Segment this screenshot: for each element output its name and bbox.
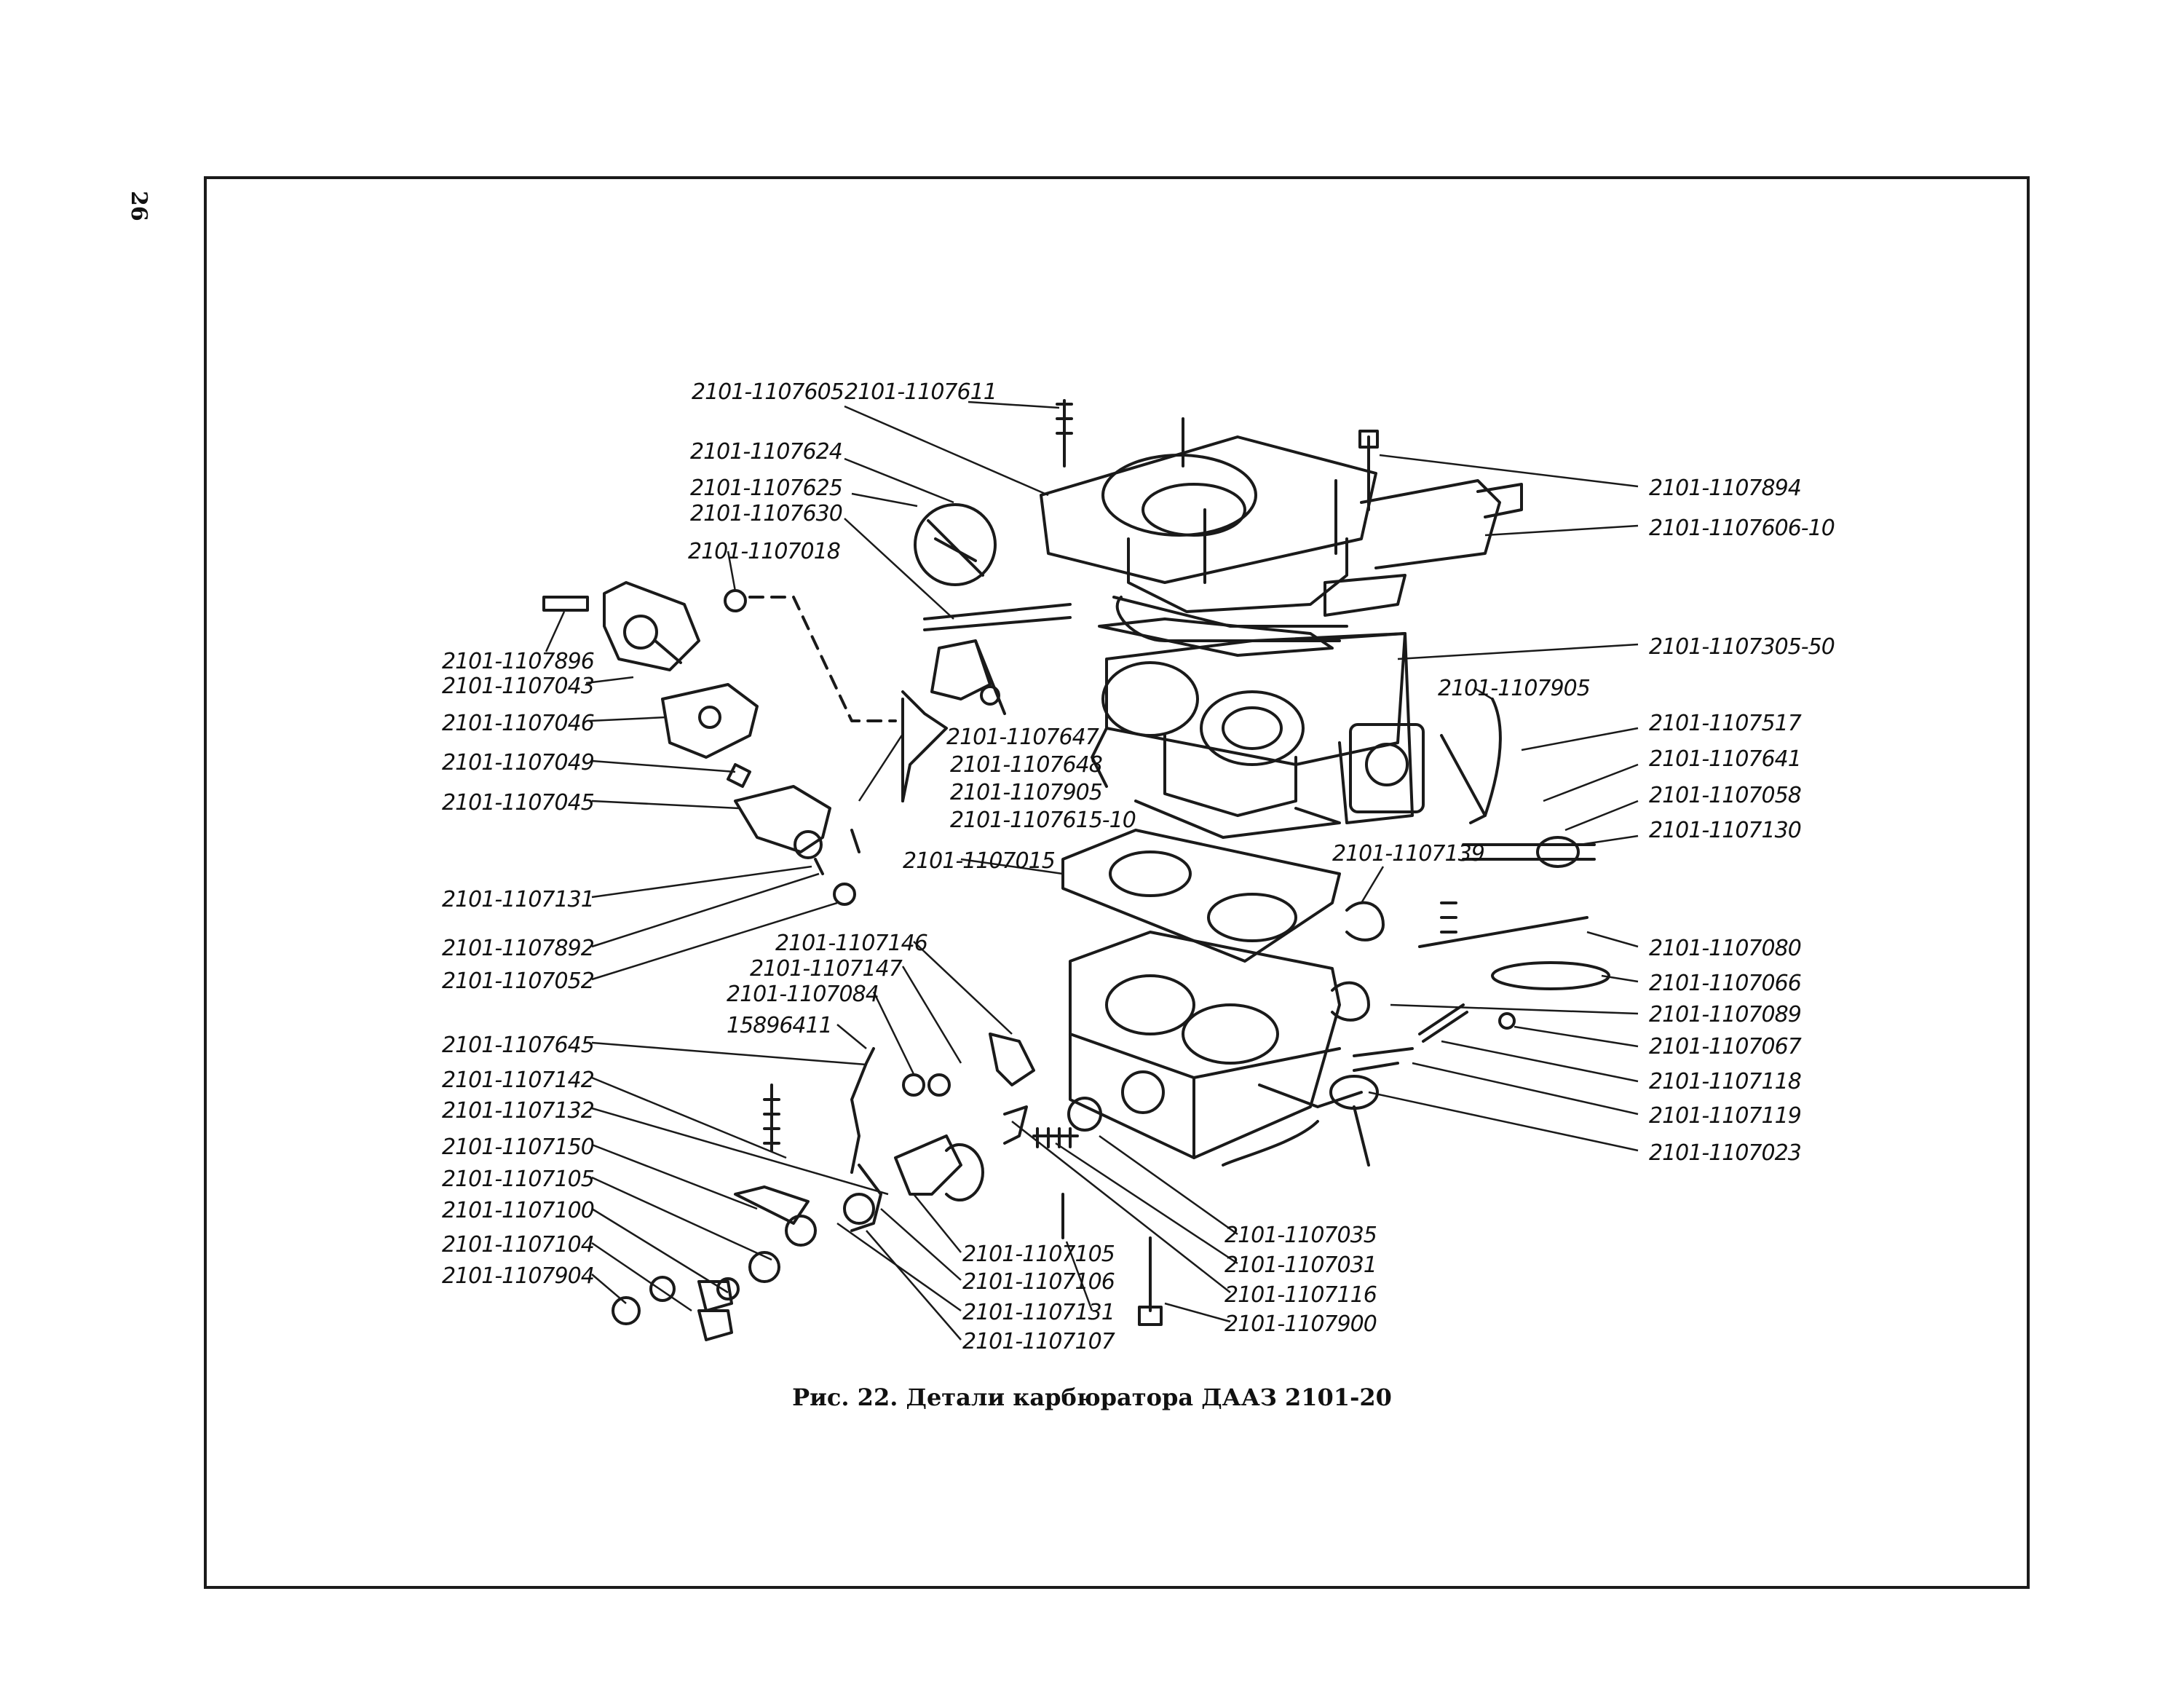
callout: 2101-1107894 — [1649, 475, 1801, 501]
callout: 2101-1107131 — [962, 1300, 1115, 1325]
callout: 2101-1107084 — [727, 982, 879, 1007]
callout: 2101-1107139 — [1332, 841, 1484, 867]
callout: 2101-1107146 — [775, 931, 927, 956]
cover-gasket — [1098, 617, 1334, 657]
callout: 2101-1107104 — [442, 1232, 594, 1258]
callout: 2101-1107605 — [692, 379, 844, 405]
callout: 2101-1107049 — [442, 750, 594, 775]
throttle-body — [1069, 931, 1379, 1167]
callout: 2101-1107624 — [690, 439, 842, 465]
callout: 2101-1107892 — [442, 936, 594, 961]
callout: 2101-1107900 — [1224, 1311, 1377, 1337]
callout: 2101-1107648 — [950, 752, 1102, 778]
callout: 2101-1107131 — [442, 887, 594, 912]
callout: 2101-1107089 — [1649, 1002, 1801, 1027]
callout: 2101-1107517 — [1649, 711, 1802, 736]
callout: 2101-1107046 — [442, 711, 594, 736]
callout: 2101-1107066 — [1649, 971, 1801, 996]
callout: 2101-1107611 — [844, 379, 997, 405]
callout: 2101-1107896 — [442, 649, 594, 674]
callout: 2101-1107905 — [950, 780, 1102, 805]
callout: 2101-1107615-10 — [950, 808, 1136, 833]
callout: 2101-1107118 — [1649, 1069, 1801, 1094]
callout: 2101-1107058 — [1649, 783, 1801, 808]
callout: 2101-1107119 — [1649, 1103, 1801, 1129]
callout: 2101-1107105 — [442, 1167, 594, 1192]
callout: 2101-1107107 — [962, 1329, 1115, 1354]
carburetor-top-cover — [1040, 435, 1523, 642]
callout: 2101-1107043 — [442, 674, 594, 699]
callout: 2101-1107132 — [442, 1098, 594, 1124]
callout: 2101-1107100 — [442, 1198, 594, 1223]
accelerator-pump — [542, 581, 860, 906]
callout-labels: 2101-1107605 2101-1107611 2101-1107624 2… — [442, 379, 1835, 1354]
callout: 2101-1107630 — [690, 501, 842, 526]
callout: 2101-1107305-50 — [1649, 634, 1835, 660]
leader-lines — [545, 400, 1639, 1341]
callout: 2101-1107035 — [1224, 1223, 1377, 1248]
callout: 2101-1107647 — [946, 725, 1099, 750]
callout: 2101-1107023 — [1649, 1140, 1801, 1166]
callout: 2101-1107080 — [1649, 936, 1801, 961]
callout: 2101-1107045 — [442, 790, 594, 816]
throttle-shaft-assembly — [1331, 698, 1610, 1072]
callout: 2101-1107106 — [962, 1269, 1115, 1295]
carburetor-middle-body — [1091, 632, 1425, 839]
dashed-connection — [748, 596, 897, 722]
callout: 2101-1107905 — [1438, 676, 1590, 701]
callout: 2101-1107641 — [1649, 746, 1801, 772]
callout: 2101-1107142 — [442, 1067, 594, 1093]
callout: 2101-1107150 — [442, 1134, 594, 1160]
callout: 2101-1107015 — [903, 848, 1055, 874]
callout: 2101-1107625 — [690, 475, 842, 501]
callout: 2101-1107105 — [962, 1242, 1115, 1267]
throttle-linkage — [612, 1033, 1165, 1341]
callout: 15896411 — [727, 1013, 832, 1038]
callout: 2101-1107904 — [442, 1263, 594, 1289]
callout: 2101-1107018 — [688, 539, 840, 564]
callout: 2101-1107147 — [750, 956, 903, 982]
callout: 2101-1107130 — [1649, 818, 1801, 843]
figure-caption: Рис. 22. Детали карбюратора ДААЗ 2101-20 — [792, 1384, 1392, 1411]
callout: 2101-1107031 — [1224, 1252, 1377, 1278]
callout: 2101-1107645 — [442, 1033, 594, 1058]
choke-diaphragm-parts — [901, 503, 1072, 802]
top-screws — [1056, 399, 1379, 584]
callout: 2101-1107067 — [1649, 1034, 1802, 1059]
main-gasket — [1061, 829, 1341, 963]
callout: 2101-1107606-10 — [1649, 516, 1835, 541]
callout: 2101-1107116 — [1224, 1282, 1377, 1308]
figure-frame — [204, 176, 2030, 1589]
callout: 2101-1107052 — [442, 968, 594, 994]
